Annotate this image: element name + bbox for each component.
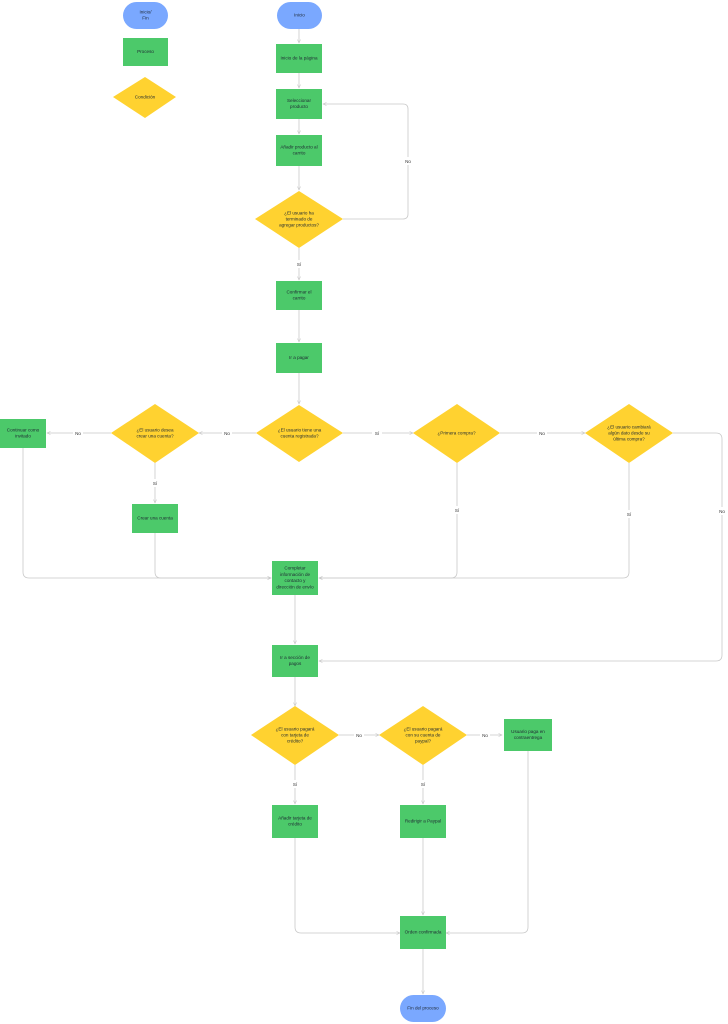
edge-label-yes: Sí [418,780,428,788]
svg-text:Redirigir a Paypal: Redirigir a Paypal [405,819,441,824]
legend-process: Proceso [123,38,168,66]
edge-label-yes: Sí [452,506,462,514]
edge-create-complete [154,533,271,578]
edge-labels: No Sí No No Sí No Sí Sí Sí No No No Sí S… [73,157,727,788]
connectors [22,29,723,994]
edge-label-yes: Sí [372,429,382,437]
node-order-confirmed[interactable]: Orden confirmada [400,916,446,949]
edge-label-no: No [717,507,727,515]
svg-text:Sí: Sí [455,508,460,513]
node-end[interactable]: Fin del proceso [400,995,446,1022]
svg-text:No: No [356,733,362,738]
edge-guest-complete [22,448,271,578]
svg-text:Sí: Sí [297,262,302,267]
edge-label-no: No [222,429,232,437]
svg-text:Inicio/Fin: Inicio/Fin [139,10,152,21]
edge-label-no: No [403,157,413,165]
svg-text:Condición: Condición [135,95,156,100]
svg-text:No: No [75,431,81,436]
svg-text:Sí: Sí [375,431,380,436]
svg-text:Proceso: Proceso [137,49,154,54]
svg-text:No: No [224,431,230,436]
svg-text:Inicio de la página: Inicio de la página [280,56,317,61]
edge-first-yes [319,463,458,578]
svg-text:¿Primera compra?: ¿Primera compra? [437,431,475,436]
svg-text:Inicio: Inicio [294,13,305,18]
edge-label-no: No [480,731,490,739]
legend-terminal: Inicio/Fin [123,2,168,29]
node-home[interactable]: Inicio de la página [276,44,322,73]
node-first-purchase[interactable]: ¿Primera compra? [413,404,500,463]
edge-label-yes: Sí [290,780,300,788]
edge-label-yes: Sí [294,260,304,268]
svg-text:Sí: Sí [153,481,158,486]
svg-text:No: No [482,733,488,738]
svg-text:Fin del proceso: Fin del proceso [407,1006,439,1011]
edge-changed-yes [319,463,630,578]
svg-text:Ir a pagar: Ir a pagar [289,355,309,360]
svg-text:Sí: Sí [421,782,426,787]
svg-text:No: No [405,159,411,164]
svg-text:Sí: Sí [293,782,298,787]
node-go-pay[interactable]: Ir a pagar [276,343,322,373]
node-start[interactable]: Inicio [277,2,322,29]
legend: Inicio/Fin Proceso Condición [113,2,176,118]
edge-label-no: No [354,731,364,739]
edge-label-no: No [537,429,547,437]
edge-changed-no [319,432,723,661]
svg-text:No: No [719,509,725,514]
svg-text:Orden confirmada: Orden confirmada [405,930,442,935]
node-create-account[interactable]: Crear una cuenta [132,504,178,533]
edge-label-yes: Sí [150,479,160,487]
edge-cash-order [446,751,529,933]
edge-finished-no-loop [323,104,409,220]
svg-text:Crear una cuenta: Crear una cuenta [137,516,173,521]
legend-decision: Condición [113,77,176,118]
edge-label-yes: Sí [624,510,634,518]
edge-label-no: No [73,429,83,437]
svg-text:No: No [539,431,545,436]
node-redirect-paypal[interactable]: Redirigir a Paypal [400,805,446,838]
edge-addcard-order [294,838,400,933]
svg-text:Sí: Sí [627,512,632,517]
